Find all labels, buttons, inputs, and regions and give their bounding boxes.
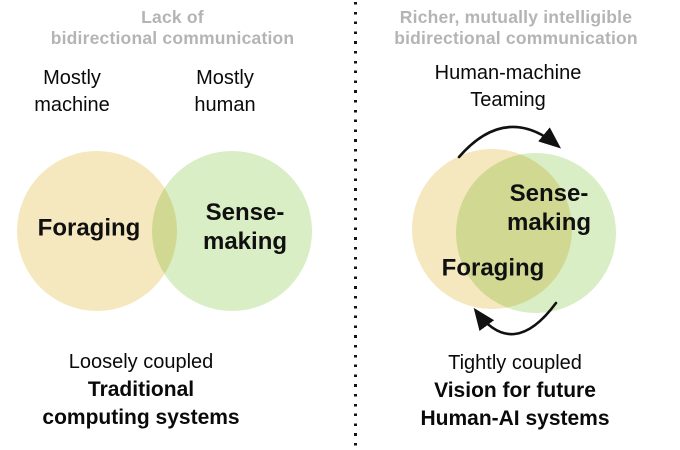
cycle-arrow-bottom-icon xyxy=(473,301,558,336)
mostly-machine-line1: Mostly xyxy=(43,67,101,89)
sensemaking-circle-left xyxy=(152,151,312,311)
sensemaking-label-right: Sense- making xyxy=(507,179,591,237)
vision-future-line1: Vision for future xyxy=(434,379,596,402)
sensemaking-left-line1: Sense- xyxy=(205,199,285,226)
right-header-line2: bidirectional communication xyxy=(394,28,638,48)
vision-future-line2: Human-AI systems xyxy=(420,407,610,430)
label-human-machine-teaming: Human-machine Teaming xyxy=(435,60,582,114)
venn-right xyxy=(412,149,616,313)
right-header: Richer, mutually intelligible bidirectio… xyxy=(365,7,667,49)
left-header-line2: bidirectional communication xyxy=(50,28,295,48)
cycle-arrow-top-icon xyxy=(457,125,562,159)
left-header: Lack of bidirectional communication xyxy=(0,7,345,49)
label-mostly-machine: Mostly machine xyxy=(34,65,110,119)
traditional-systems-line1: Traditional xyxy=(87,378,195,401)
sensemaking-label-left: Sense- making xyxy=(203,198,287,256)
foraging-circle-left xyxy=(17,151,177,311)
loosely-coupled-label: Loosely coupled xyxy=(68,351,214,373)
mostly-human-line1: Mostly xyxy=(196,67,254,89)
tightly-coupled-label: Tightly coupled xyxy=(448,352,582,374)
sensemaking-right-line2: making xyxy=(506,209,592,236)
teaming-line2: Teaming xyxy=(470,89,546,111)
foraging-label-right: Foraging xyxy=(441,254,545,282)
mostly-machine-line2: machine xyxy=(34,94,110,116)
teaming-line1: Human-machine xyxy=(434,62,582,84)
left-header-line1: Lack of xyxy=(141,7,204,27)
divider-dotted-line xyxy=(354,2,357,448)
caption-right: Tightly coupled Vision for future Human-… xyxy=(374,350,656,433)
caption-left: Loosely coupled Traditional computing sy… xyxy=(0,349,282,432)
venn-left xyxy=(17,151,312,311)
sensemaking-right-line1: Sense- xyxy=(509,180,589,207)
label-mostly-human: Mostly human xyxy=(194,65,255,119)
foraging-label-left: Foraging xyxy=(37,214,141,242)
traditional-systems-line2: computing systems xyxy=(42,406,240,429)
sensemaking-circle-right xyxy=(456,153,616,313)
mostly-human-line2: human xyxy=(194,94,256,116)
sensemaking-left-line2: making xyxy=(202,228,288,255)
right-header-line1: Richer, mutually intelligible xyxy=(399,7,633,27)
